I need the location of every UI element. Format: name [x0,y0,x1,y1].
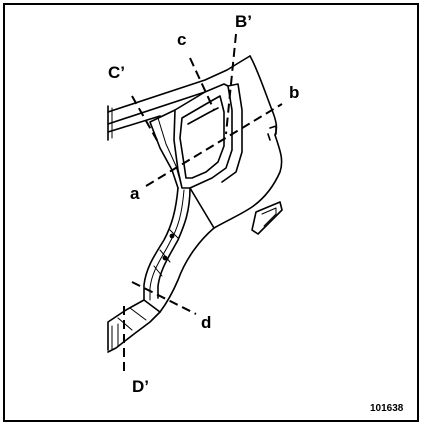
panel-rear-edge [213,134,283,229]
quarter-window [173,83,233,189]
wheel-arch-strip [149,189,185,301]
label-b-prime: B’ [235,12,252,31]
section-line-c-prime [131,95,159,143]
roof-rail-inner [107,91,206,125]
label-d-prime: D’ [132,377,149,396]
label-d: d [201,313,212,332]
wheel-arch-outer [143,187,179,301]
wheel-arch-inner [157,187,191,299]
sill [107,299,161,353]
section-line-b [145,103,283,187]
figure-frame [3,3,419,422]
b-pillar [221,83,243,183]
section-line-b-prime [225,33,237,135]
quarter-window-inner [179,95,225,179]
wheel-arch-panel [159,187,215,313]
label-c-prime: C’ [108,63,125,82]
roof-rail [107,55,251,113]
reference-number: 101638 [370,403,404,414]
label-a: a [130,184,140,203]
panel-upper-edge [249,55,278,136]
lamp-recess [251,201,283,235]
roof-rail-lower [107,115,161,133]
label-b: b [289,83,300,102]
label-c: c [177,30,187,49]
section-line-c [189,57,215,111]
section-line-d [131,281,197,315]
